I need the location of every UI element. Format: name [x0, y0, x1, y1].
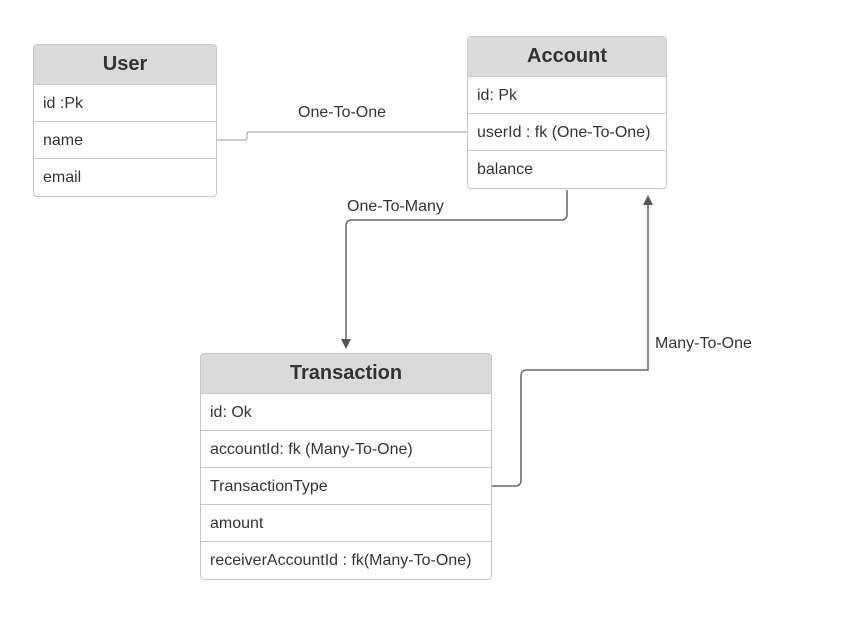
connector-transaction-account	[492, 195, 653, 487]
transaction-field-accountid: accountId: fk (Many-To-One)	[201, 431, 491, 468]
relationship-label-transaction-account: Many-To-One	[655, 335, 752, 352]
user-entity[interactable]: User id :Pk name email	[33, 44, 217, 197]
relationship-label-user-account: One-To-One	[298, 104, 387, 121]
user-field-email: email	[43, 169, 82, 186]
connector-user-account	[217, 131, 467, 141]
relationship-label-account-transaction: One-To-Many	[347, 198, 444, 215]
transaction-entity[interactable]: Transaction id: Ok accountId: fk (Many-T…	[200, 353, 492, 580]
transaction-entity-title: Transaction	[201, 354, 491, 394]
account-field-userid: userId : fk (One-To-One)	[468, 114, 666, 151]
transaction-field-receiver: receiverAccountId : fk(Many-To-One)	[210, 552, 472, 569]
transaction-field-id: id: Ok	[201, 394, 491, 431]
transaction-field-type: TransactionType	[201, 468, 491, 505]
account-entity-title: Account	[468, 37, 666, 77]
account-field-id: id: Pk	[468, 77, 666, 114]
user-field-name: name	[34, 122, 216, 159]
account-entity[interactable]: Account id: Pk userId : fk (One-To-One) …	[467, 36, 667, 189]
user-field-id: id :Pk	[34, 85, 216, 122]
connector-account-transaction	[341, 190, 568, 349]
account-field-balance: balance	[477, 161, 534, 178]
transaction-field-amount: amount	[201, 505, 491, 542]
user-entity-title: User	[34, 45, 216, 85]
